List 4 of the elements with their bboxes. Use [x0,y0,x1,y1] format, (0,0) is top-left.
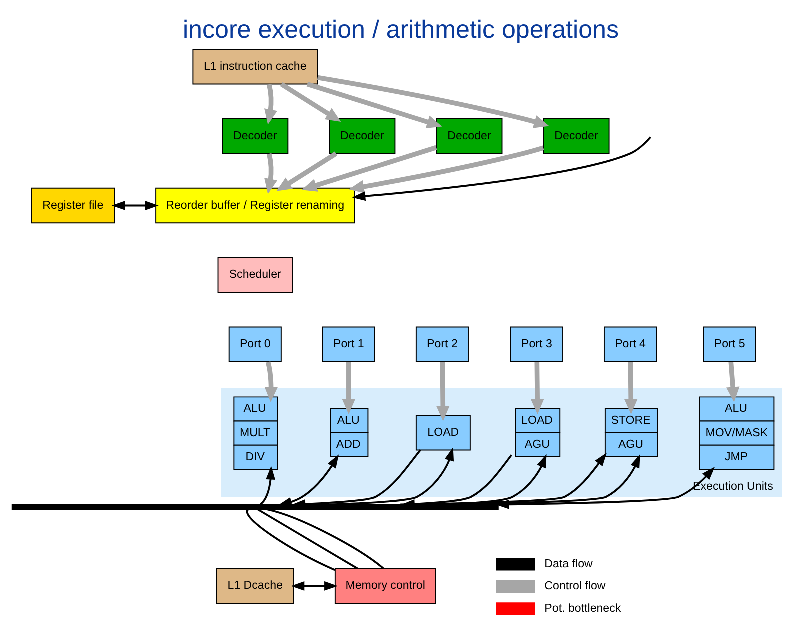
legend-label: Data flow [544,558,593,570]
diagram-title: incore execution / arithmetic operations [182,16,620,44]
legend-label: Pot. bottleneck [544,602,622,615]
legend-label: Control flow [544,580,606,593]
